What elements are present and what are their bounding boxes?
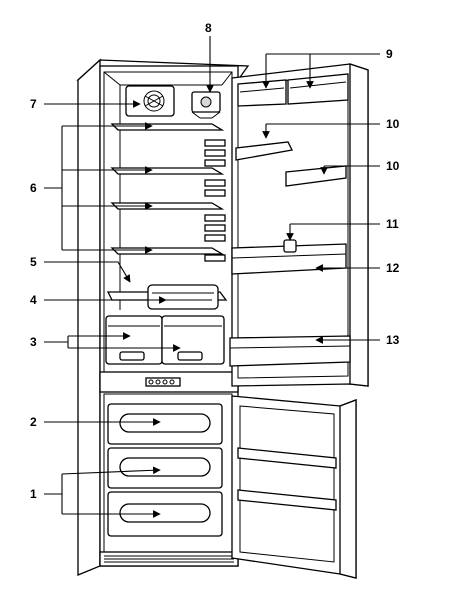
shelf-supports [204,139,226,262]
callout-labels: 1 2 3 4 5 6 7 8 9 10 10 11 12 13 [30,21,400,501]
callout-5: 5 [30,255,37,269]
crisper-drawers [105,315,225,365]
callout-1: 1 [30,487,37,501]
callout-11: 11 [386,217,399,231]
control-panel-buttons [145,377,181,387]
callout-2: 2 [30,415,37,429]
meat-drawer [147,284,219,310]
callout-leaders [44,36,380,518]
callout-10-upper: 10 [386,117,400,131]
base-grille [104,555,234,563]
door-top-compartments [237,73,349,107]
callout-8: 8 [205,21,212,35]
freezer-drawers [107,403,223,537]
light-thermostat-unit [191,91,221,119]
callout-3: 3 [30,335,37,349]
callout-13: 13 [386,333,400,347]
freezer-door [231,395,357,579]
callout-4: 4 [30,293,37,307]
callout-10-lower: 10 [386,159,400,173]
fan-vent [125,85,175,117]
callout-7: 7 [30,97,37,111]
callout-9: 9 [386,47,393,61]
callout-6: 6 [30,181,37,195]
callout-12: 12 [386,261,400,275]
